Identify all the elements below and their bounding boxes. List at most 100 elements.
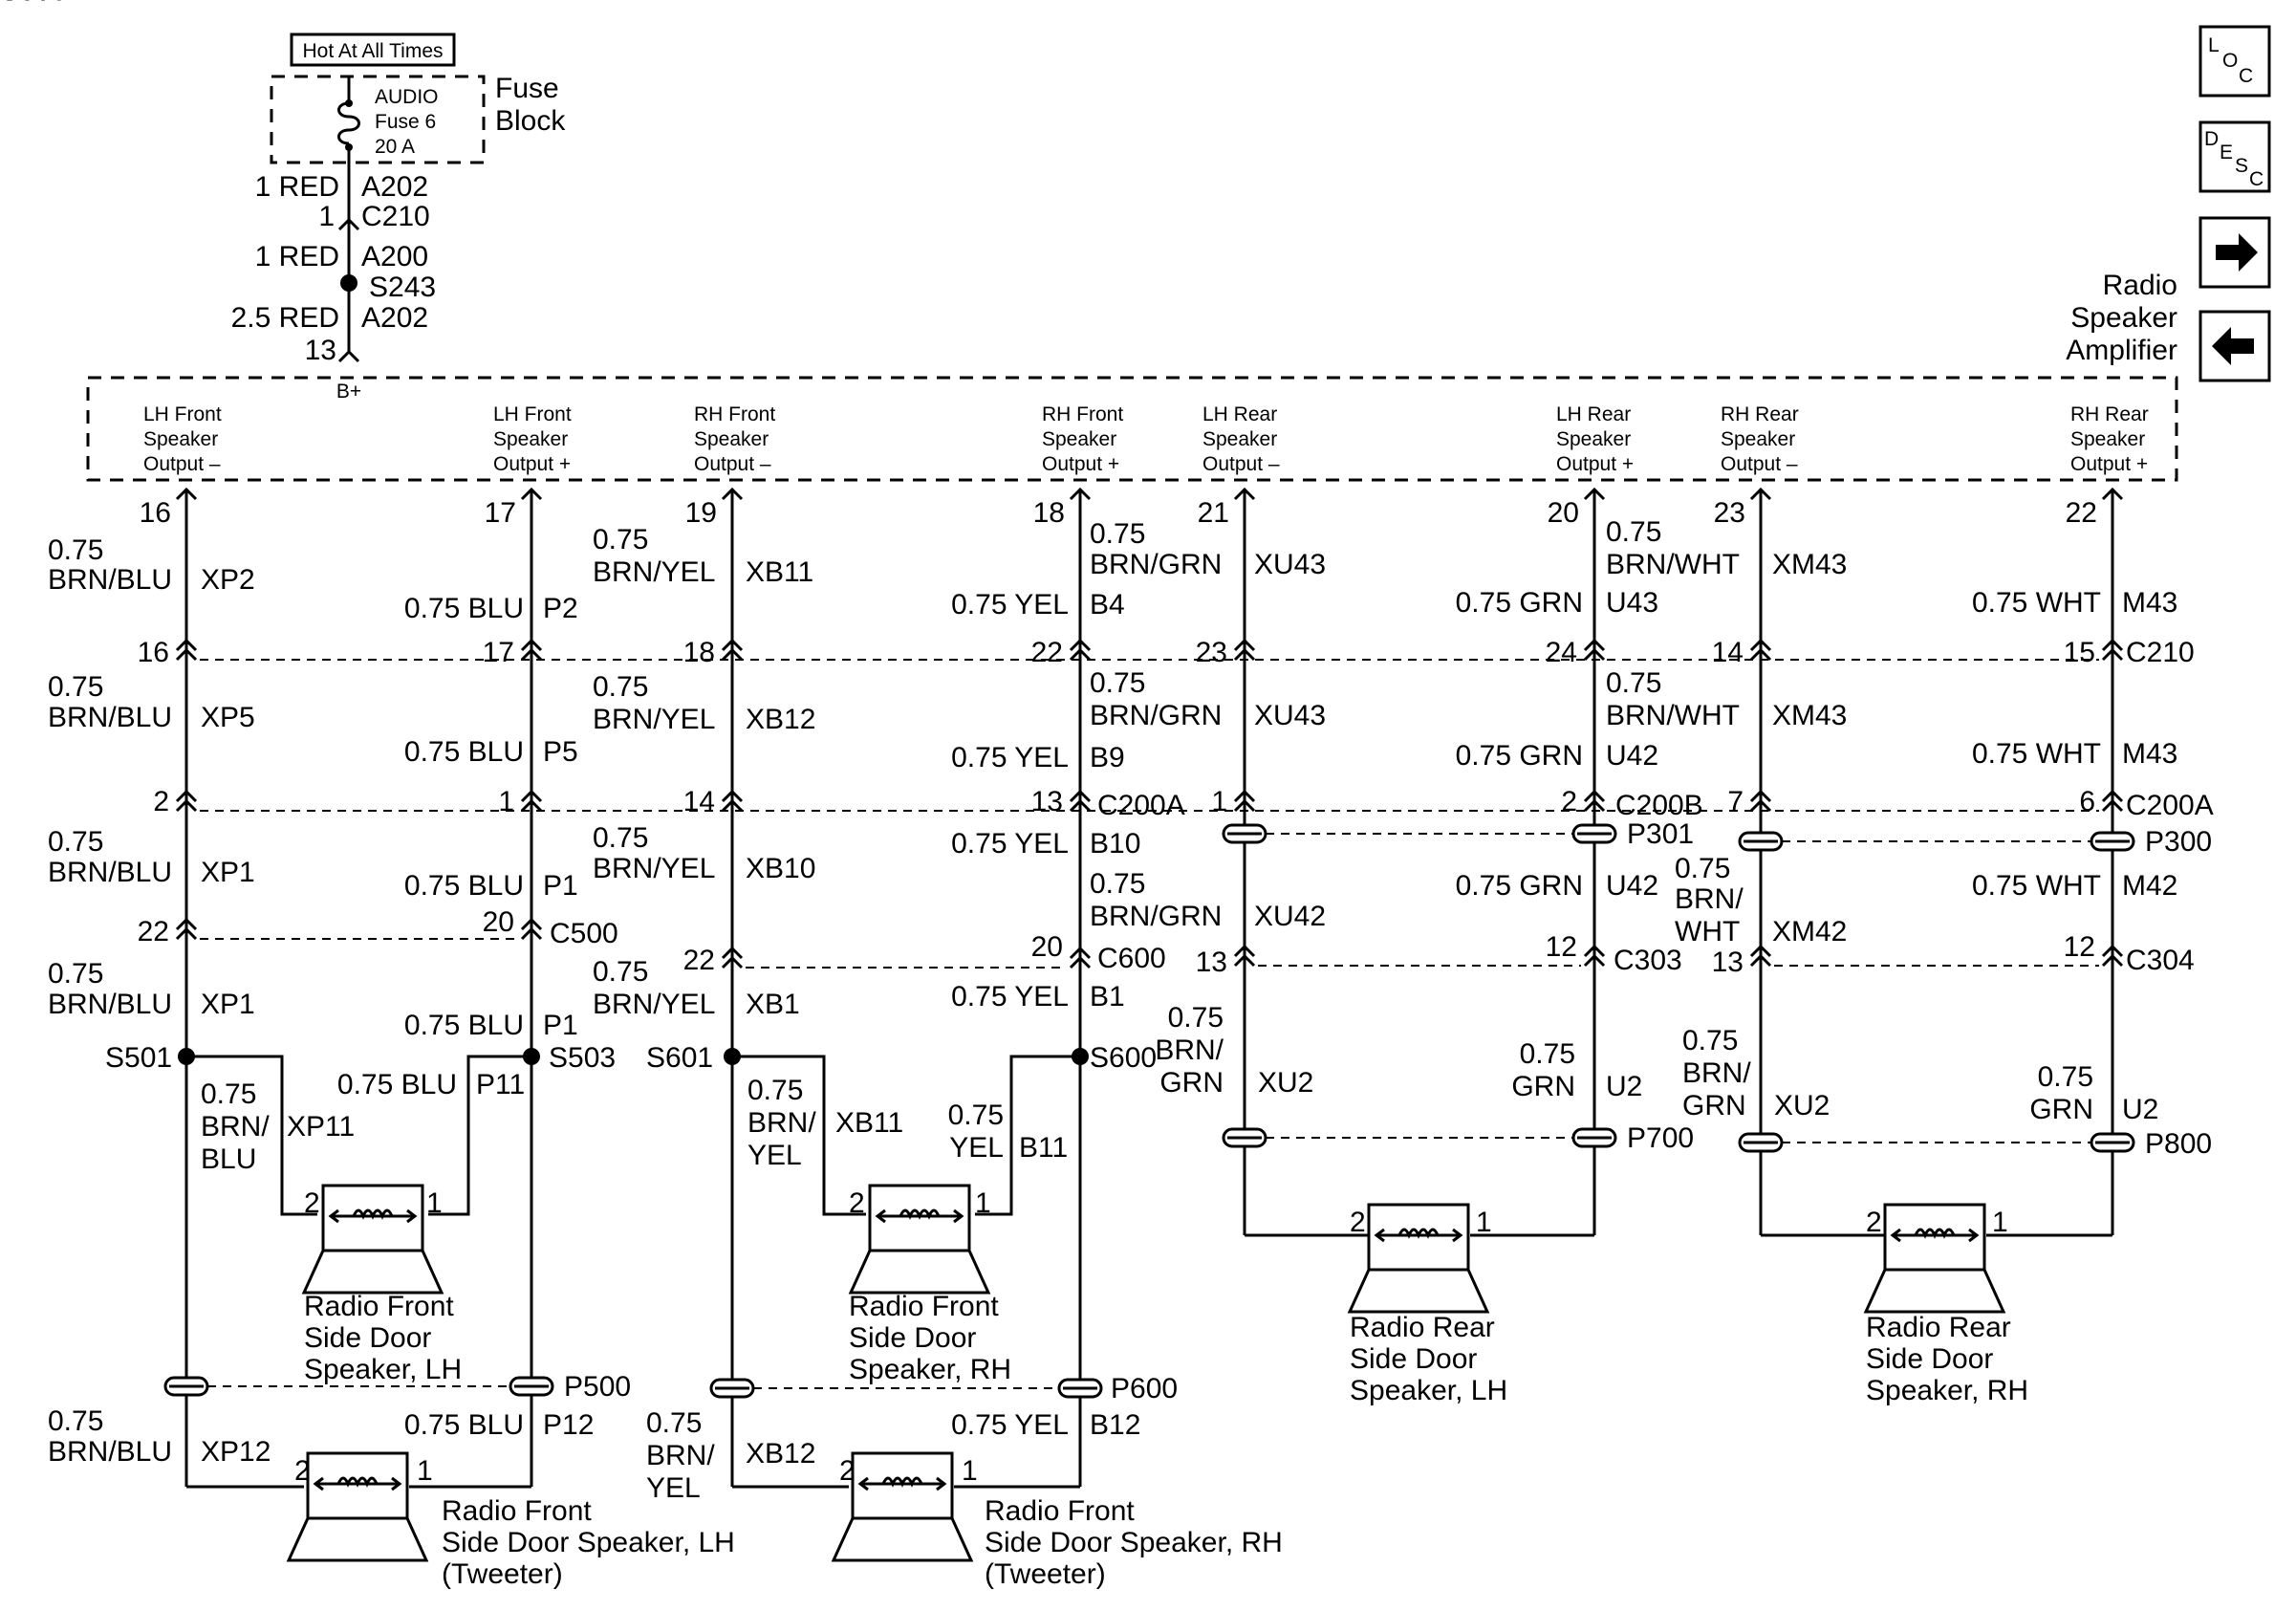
wire-label: XB1	[746, 989, 800, 1020]
wire-label: P1	[543, 870, 578, 902]
amp-output-label: RH Rear	[1721, 403, 1799, 425]
previous-arrow-button[interactable]	[2199, 310, 2271, 382]
amp-output-label: Speaker	[694, 428, 769, 450]
wire-label: 0.75	[646, 1407, 702, 1439]
fuse-symbol	[337, 101, 360, 145]
connector-pin	[1583, 953, 1606, 968]
connector-pin	[520, 917, 543, 931]
c200-pin: 1	[498, 786, 514, 817]
connector-pin	[1069, 798, 1092, 813]
c304-pin: 13	[1712, 947, 1744, 978]
wire-label: 0.75 YEL	[951, 742, 1069, 773]
speaker-tweeter-rh-label: Radio Front	[985, 1495, 1135, 1527]
wire-label: XP1	[201, 857, 255, 888]
speaker-tweeter-lh-label: Radio Front	[442, 1495, 592, 1527]
connector-pin	[520, 798, 543, 813]
speaker-cone	[1863, 1269, 2006, 1314]
wire-label: YEL	[747, 1140, 802, 1171]
amp-output-label: Speaker	[1721, 428, 1795, 450]
wire-label: BRN/BLU	[48, 1436, 172, 1468]
wire-label: YEL	[646, 1472, 701, 1504]
connector-pin	[1233, 953, 1256, 968]
c600-label: C600	[1097, 943, 1166, 974]
wire-label: BRN/YEL	[593, 853, 715, 884]
speaker-rear-rh-label: Speaker, RH	[1866, 1375, 2028, 1406]
amp-output-label: Speaker	[2070, 428, 2145, 450]
wire-label: B11	[1019, 1132, 1068, 1164]
amplifier-outline	[86, 376, 2178, 482]
amp-output-label: Speaker	[1556, 428, 1631, 450]
wire-label: 0.75 GRN	[1456, 740, 1583, 772]
speaker-tweeter-lh-label: Side Door Speaker, LH	[442, 1527, 735, 1558]
wire-gauge: 2.5 RED	[231, 302, 339, 334]
connector-pin	[721, 946, 744, 960]
wire-label: 0.75	[593, 956, 648, 988]
fuse-terminal	[345, 99, 353, 107]
branch-rh-front-plus	[975, 1055, 1080, 1216]
speaker-pin-2: 2	[294, 1455, 311, 1487]
loc-letter-o: O	[2222, 50, 2238, 72]
connector-pin	[1069, 789, 1092, 803]
wire-label: 0.75	[1675, 853, 1730, 884]
fuse-rating: 20 A	[375, 136, 415, 158]
connector-pin	[1583, 647, 1606, 662]
speaker-coil	[899, 1208, 941, 1220]
c200-pin: 6	[2079, 786, 2095, 817]
wire-label: B10	[1090, 828, 1140, 860]
wire-label: 0.75	[1090, 868, 1145, 900]
speaker-pin-2: 2	[1350, 1207, 1366, 1238]
connector-pin	[2101, 953, 2124, 968]
speaker-coil	[336, 1476, 379, 1488]
wire-label: 0.75 WHT	[1972, 587, 2101, 619]
wire-label: S600	[0, 0, 67, 7]
desc-letter-e: E	[2220, 142, 2233, 163]
speaker-pin-1: 1	[1476, 1207, 1492, 1238]
wire-gauge: 1 RED	[255, 241, 339, 272]
wire-label: BRN/GRN	[1090, 549, 1222, 580]
speaker-pin-1: 1	[417, 1455, 433, 1487]
speaker-cone	[286, 1517, 429, 1562]
location-button[interactable]: L O C	[2199, 25, 2271, 98]
fuse-name: AUDIO	[375, 86, 439, 108]
wire-label: 0.75	[1168, 1002, 1224, 1034]
c200b-label: C200B	[1615, 790, 1703, 821]
connector-pin	[1749, 647, 1772, 662]
amp-output-label: Speaker	[143, 428, 218, 450]
wire-label: GRN	[1159, 1067, 1224, 1099]
wire-label: 0.75	[48, 671, 103, 703]
c200-pin: 14	[683, 786, 715, 817]
wire-label: XP2	[201, 564, 255, 596]
speaker-rear-lh-label: Radio Rear	[1350, 1312, 1495, 1343]
c210-pin: 17	[483, 637, 514, 668]
amp-output-label: LH Front	[493, 403, 572, 425]
description-button[interactable]: D E S C	[2199, 120, 2271, 193]
wire-label: 0.75	[747, 1075, 803, 1106]
wire-label: 0.75 BLU	[404, 736, 524, 768]
wire-label: B12	[1090, 1409, 1140, 1441]
loc-letter-l: L	[2208, 34, 2220, 56]
amp-output-label: Speaker	[1202, 428, 1277, 450]
p800-label: P800	[2145, 1128, 2212, 1160]
connector-pin	[2101, 798, 2124, 813]
branch-rh-front-minus	[732, 1055, 866, 1216]
wire-label: XP1	[201, 989, 255, 1020]
s600-label: S600	[1090, 1042, 1157, 1074]
connector-pin	[2101, 638, 2124, 652]
connector-pin	[2101, 647, 2124, 662]
connector-pin	[175, 789, 198, 803]
next-arrow-button[interactable]	[2199, 216, 2271, 289]
speaker-coil	[352, 1208, 394, 1220]
wire-label: BRN/BLU	[48, 989, 172, 1020]
speaker-pin-1: 1	[1992, 1207, 2008, 1238]
speaker-pin-1: 1	[426, 1187, 443, 1219]
wire-label: S501	[0, 0, 67, 7]
connector-pin	[721, 789, 744, 803]
wire-label: P600	[0, 0, 67, 7]
wire-label: 0.75 BLU	[404, 1409, 524, 1441]
speaker-coil-arrows	[875, 1208, 964, 1224]
connector-label: C210	[361, 201, 430, 232]
wire-label: BLU	[201, 1143, 256, 1175]
connector-pin	[2101, 944, 2124, 958]
